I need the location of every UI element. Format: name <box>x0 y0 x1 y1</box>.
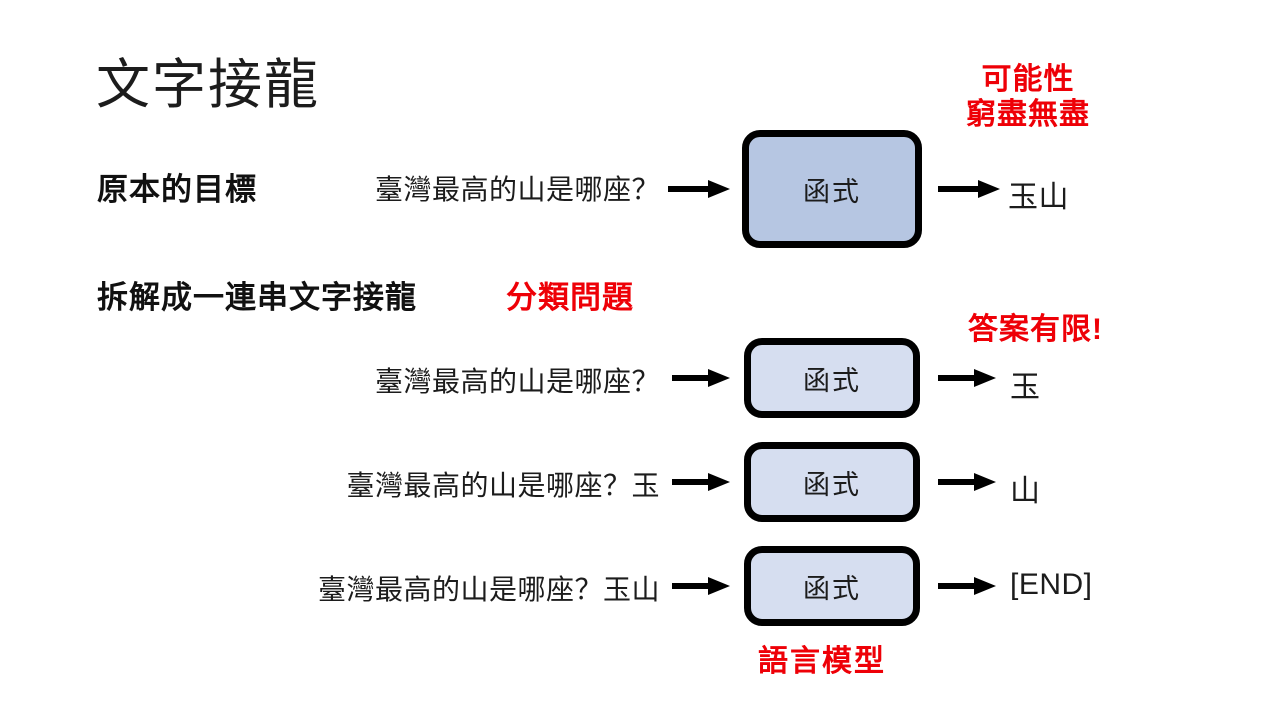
row-4-output: [END] <box>1010 568 1093 601</box>
row-3-prompt: 臺灣最高的山是哪座？玉 <box>346 470 660 501</box>
arrow-right-icon <box>938 575 996 597</box>
label-original-goal: 原本的目標 <box>97 172 257 207</box>
label-split-into-chain: 拆解成一連串文字接龍 <box>97 280 417 315</box>
row-3-output: 山 <box>1010 475 1041 508</box>
function-box-4-label: 函式 <box>803 573 861 604</box>
function-box-3-label: 函式 <box>803 469 861 500</box>
function-box-1-label: 函式 <box>803 176 861 207</box>
row-1-prompt: 臺灣最高的山是哪座？ <box>374 174 660 205</box>
arrow-right-icon <box>668 178 730 200</box>
annotation-possibility-line1: 可能性 <box>981 63 1075 96</box>
function-box-2-label: 函式 <box>803 365 861 396</box>
annotation-possibility-line2: 窮盡無盡 <box>966 98 1090 132</box>
function-box-2: 函式 <box>744 338 920 418</box>
page-title: 文字接龍 <box>96 55 320 115</box>
arrow-right-icon <box>938 471 996 493</box>
annotation-finite-answers: 答案有限! <box>968 313 1103 346</box>
function-box-3: 函式 <box>744 442 920 522</box>
annotation-language-model: 語言模型 <box>758 645 886 678</box>
annotation-possibility: 可能性 窮盡無盡 <box>966 62 1090 133</box>
arrow-right-icon <box>938 178 1000 200</box>
row-4-prompt: 臺灣最高的山是哪座？玉山 <box>317 574 660 605</box>
arrow-right-icon <box>672 471 730 493</box>
row-2-output: 玉 <box>1010 371 1041 404</box>
label-classification-problem: 分類問題 <box>506 280 634 315</box>
arrow-right-icon <box>672 367 730 389</box>
arrow-right-icon <box>672 575 730 597</box>
row-2-prompt: 臺灣最高的山是哪座？ <box>374 366 660 397</box>
arrow-right-icon <box>938 367 996 389</box>
function-box-1: 函式 <box>742 130 922 248</box>
row-1-output: 玉山 <box>1008 181 1069 214</box>
function-box-4: 函式 <box>744 546 920 626</box>
